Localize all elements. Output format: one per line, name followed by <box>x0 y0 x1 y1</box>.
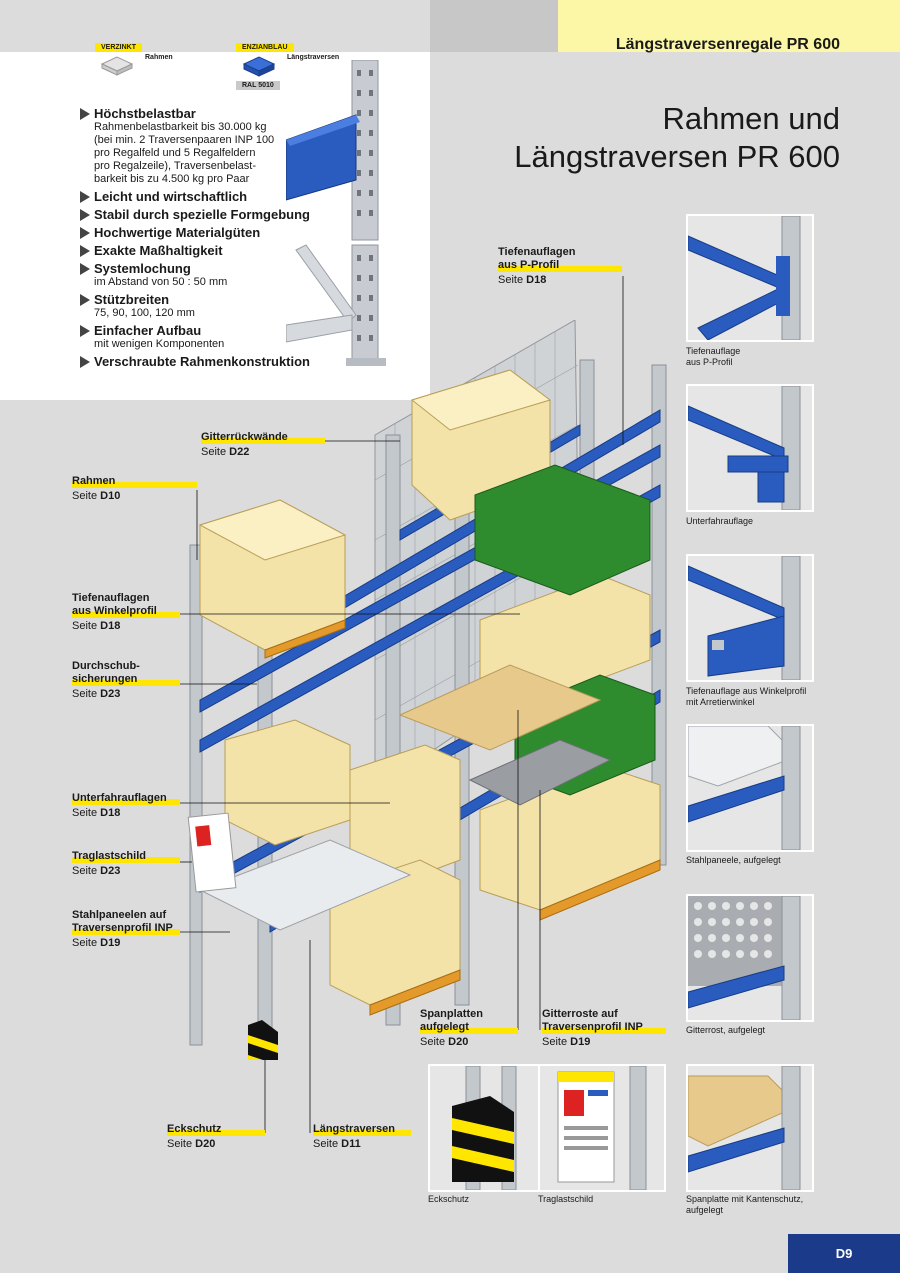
feature-item: Einfacher Aufbau <box>80 323 380 338</box>
galvanized-swatch-icon <box>100 56 134 76</box>
thumbnail-spanplatte <box>686 1064 814 1192</box>
swatch-tag-enzianblau: ENZIANBLAU <box>236 43 294 52</box>
triangle-bullet-icon <box>80 209 90 221</box>
yellow-underline <box>72 680 180 686</box>
callout-spanplatten: Spanplatten aufgelegt Seite D20 <box>420 1008 518 1049</box>
yellow-underline <box>542 1028 666 1034</box>
caption: Tiefenauflage aus Winkelprofil mit Arret… <box>686 686 807 707</box>
callout-rahmen: Rahmen Seite D10 <box>72 475 197 503</box>
caption: Tiefenauflage aus P-Profil <box>686 346 741 367</box>
thumbnail-tiefenauflage-p-profil <box>686 214 814 342</box>
callout-traglastschild: Traglastschild Seite D23 <box>72 850 180 878</box>
callout-laengstraversen: Längstraversen Seite D11 <box>313 1123 411 1151</box>
yellow-underline <box>72 482 197 488</box>
feature-item: Exakte Maßhaltigkeit <box>80 243 380 258</box>
yellow-underline <box>72 799 180 805</box>
caption: Stahlpaneele, aufgelegt <box>686 855 781 865</box>
thumbnail-eckschutz <box>428 1064 556 1192</box>
yellow-underline <box>201 438 325 444</box>
callout-durchschubsicherungen: Durchschub- sicherungen Seite D23 <box>72 660 180 701</box>
caption: Traglastschild <box>538 1194 594 1204</box>
thumbnail-tiefenauflage-winkelprofil <box>686 554 814 682</box>
triangle-bullet-icon <box>80 108 90 120</box>
feature-item: Stabil durch spezielle Formgebung <box>80 207 380 222</box>
rack-illustration <box>187 320 667 1060</box>
callout-tiefenauflagen-winkelprofil: Tiefenauflagen aus Winkelprofil Seite D1… <box>72 592 180 633</box>
thumbnail-unterfahrauflage <box>686 384 814 512</box>
yellow-underline <box>420 1028 518 1034</box>
header-band-right <box>558 0 900 52</box>
thumbnail-gitterrost <box>686 894 814 1022</box>
main-title-line2: Längstraversen PR 600 <box>514 139 840 174</box>
callout-eckschutz: Eckschutz Seite D20 <box>167 1123 265 1151</box>
feature-item: Systemlochung <box>80 261 380 276</box>
callout-unterfahrauflagen: Unterfahrauflagen Seite D18 <box>72 792 180 820</box>
caption: Unterfahrauflage <box>686 516 754 526</box>
main-title-line1: Rahmen und <box>662 101 840 136</box>
yellow-underline <box>313 1130 411 1136</box>
callout-gitterroste: Gitterroste auf Traversenprofil INP Seit… <box>542 1008 666 1049</box>
yellow-underline <box>72 857 180 863</box>
feature-item: Höchstbelastbar <box>80 106 380 121</box>
header-band-left <box>0 0 430 52</box>
header-band-middle <box>430 0 558 52</box>
triangle-bullet-icon <box>80 356 90 368</box>
swatch-label-rahmen: Rahmen <box>145 54 173 61</box>
yellow-underline <box>498 266 622 272</box>
swatch-ral-code: RAL 5010 <box>236 81 280 90</box>
triangle-bullet-icon <box>80 325 90 337</box>
triangle-bullet-icon <box>80 263 90 275</box>
feature-item: Stützbreiten <box>80 292 380 307</box>
feature-item: Leicht und wirtschaftlich <box>80 189 380 204</box>
feature-item: Verschraubte Rahmenkonstruktion <box>80 354 380 369</box>
triangle-bullet-icon <box>80 191 90 203</box>
upright-detail-image <box>286 60 386 366</box>
caption: Spanplatte mit Kantenschutz, aufgelegt <box>686 1194 804 1215</box>
main-title: Rahmen und Längstraversen PR 600 <box>514 100 840 176</box>
swatch-label-laengstraversen: Längstraversen <box>287 54 340 61</box>
yellow-underline <box>72 612 180 618</box>
triangle-bullet-icon <box>80 294 90 306</box>
yellow-underline <box>72 929 180 935</box>
caption: Eckschutz <box>428 1194 470 1204</box>
blue-swatch-icon <box>242 56 276 77</box>
callout-tiefenauflagen-p-profil: Tiefenauflagen aus P-Profil Seite D18 <box>498 246 622 287</box>
yellow-underline <box>167 1130 265 1136</box>
feature-item: Hochwertige Materialgüten <box>80 225 380 240</box>
thumbnail-stahlpaneele <box>686 724 814 852</box>
thumbnail-traglastschild <box>538 1064 666 1192</box>
triangle-bullet-icon <box>80 227 90 239</box>
feature-list: Höchstbelastbar Rahmenbelastbarkeit bis … <box>80 106 380 369</box>
page-number: D9 <box>788 1234 900 1273</box>
callout-gitterrueckwaende: Gitterrückwände Seite D22 <box>201 431 325 459</box>
swatch-tag-verzinkt: VERZINKT <box>95 43 142 52</box>
callout-stahlpaneelen: Stahlpaneelen auf Traversenprofil INP Se… <box>72 909 180 950</box>
caption: Gitterrost, aufgelegt <box>686 1025 766 1035</box>
triangle-bullet-icon <box>80 245 90 257</box>
header-title: Längstraversenregale PR 600 <box>615 36 840 53</box>
